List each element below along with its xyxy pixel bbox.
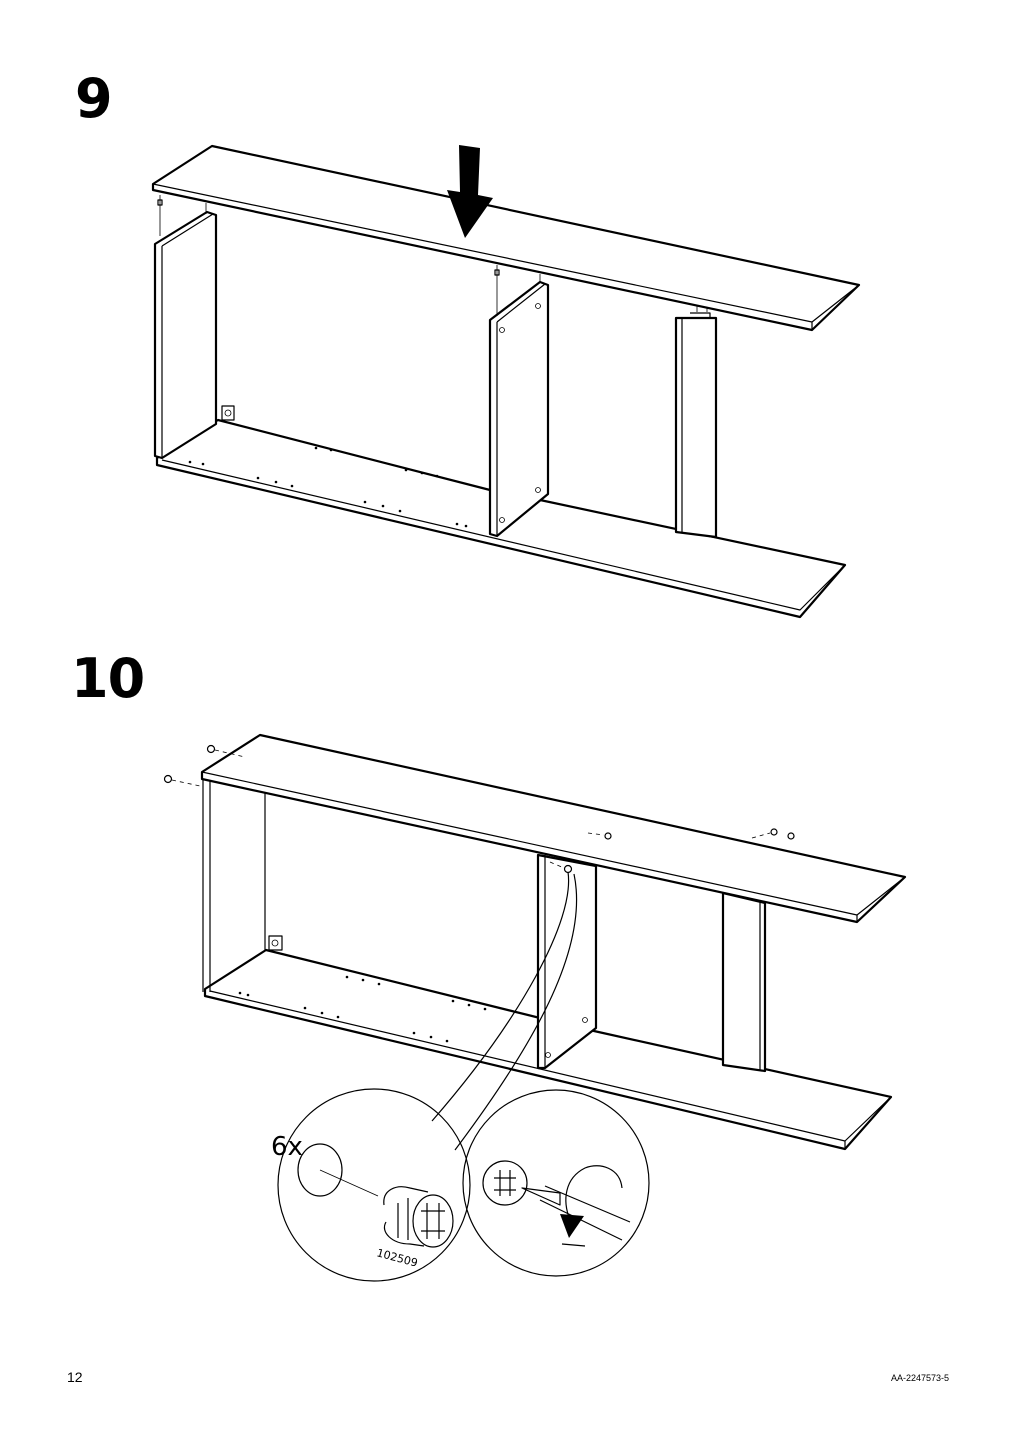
dowel-markers [157, 195, 708, 316]
step-number-9: 9 [75, 67, 113, 130]
back-upright-panel [674, 312, 718, 539]
back-upright-panel-10 [721, 891, 767, 1073]
rotate-arrow-icon [565, 1165, 623, 1221]
quantity-label: 6x [271, 1132, 303, 1162]
step-9-illustration [151, 144, 861, 619]
top-panel [151, 144, 861, 332]
middle-divider-panel [488, 280, 550, 538]
callout-pointer [431, 871, 578, 1151]
left-side-panel-10 [202, 776, 283, 992]
step-10-illustration: 102509 6x [163, 733, 907, 1282]
part-number-label: 102509 [375, 1246, 419, 1269]
shelf-pin-holes [188, 446, 468, 528]
step-number-10: 10 [71, 647, 145, 710]
page-number: 12 [67, 1369, 83, 1385]
left-side-panel [153, 210, 235, 460]
top-panel-10 [200, 733, 907, 924]
shelf-pin-holes-10 [238, 975, 487, 1043]
detail-circle-tighten [462, 1089, 650, 1277]
screwdriver-icon [521, 1185, 631, 1241]
rotate-arrowhead-icon [560, 1214, 584, 1238]
down-arrow-icon [447, 145, 493, 238]
middle-divider-panel-10 [536, 853, 598, 1070]
detail-circle-insert: 102509 [277, 1088, 471, 1282]
cam-lock-fitting-icon [383, 1186, 454, 1248]
document-code: AA-2247573-5 [890, 1373, 949, 1383]
